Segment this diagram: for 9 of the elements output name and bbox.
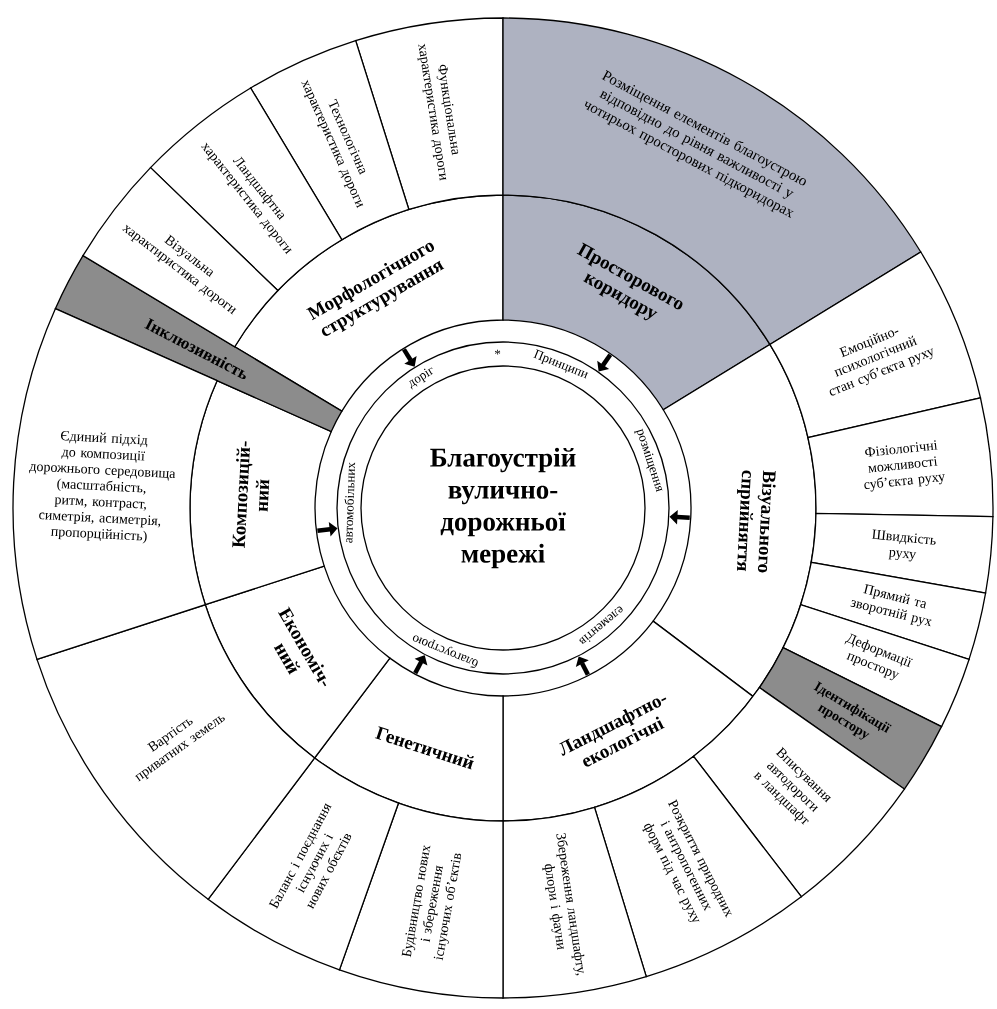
outer-sector: Фізіологічні можливості суб’єкта руху [807, 397, 994, 518]
arrow [597, 353, 613, 372]
arrow [402, 348, 417, 367]
node-label: Фізіологічні можливості суб’єкта руху [864, 440, 945, 492]
node-label: Збереження ландшафту, флори і фауни [542, 833, 585, 976]
node-label: Швидкість руху [871, 529, 936, 562]
arrow [575, 656, 590, 676]
node-label: Будівництво нових і збереження існуючих об’єктів [401, 845, 461, 961]
ring-sector: Композицій- ний [189, 380, 332, 606]
